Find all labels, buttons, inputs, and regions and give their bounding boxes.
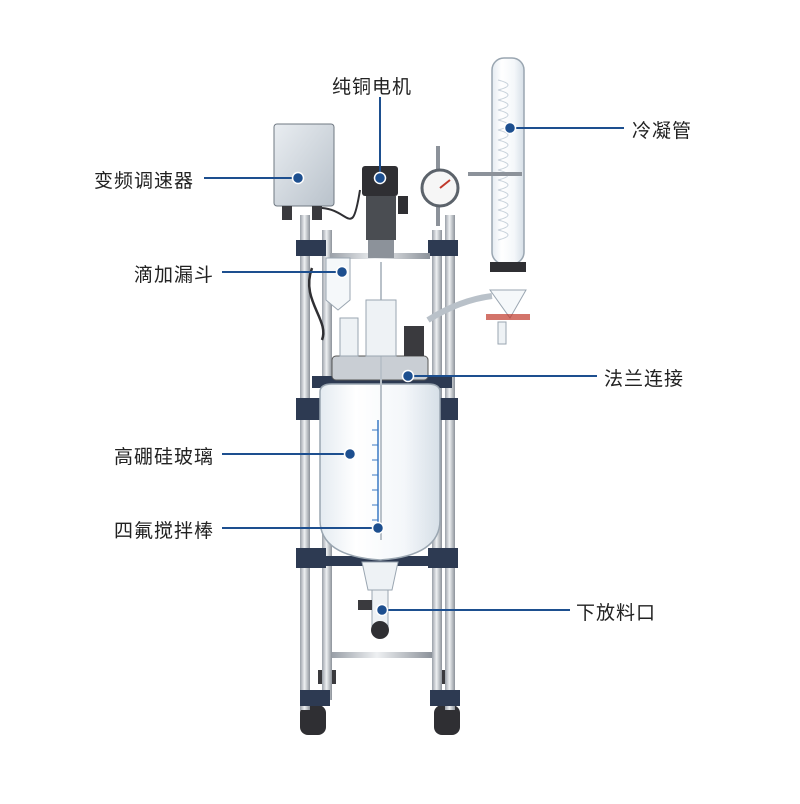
callouts bbox=[204, 97, 624, 611]
label-speed-controller: 变频调速器 bbox=[93, 170, 194, 192]
label-dropping-funnel: 滴加漏斗 bbox=[133, 264, 214, 286]
label-motor: 纯铜电机 bbox=[332, 76, 413, 98]
dot-flange bbox=[401, 369, 415, 383]
dot-condenser bbox=[503, 121, 517, 135]
frame-clamps bbox=[296, 240, 458, 568]
label-glass: 高硼硅玻璃 bbox=[113, 446, 214, 468]
label-flange: 法兰连接 bbox=[604, 368, 685, 390]
label-stirrer: 四氟搅拌棒 bbox=[113, 520, 214, 542]
dot-stirrer bbox=[371, 521, 385, 535]
dot-motor bbox=[373, 171, 387, 185]
dot-speed bbox=[291, 171, 305, 185]
label-condenser: 冷凝管 bbox=[632, 120, 693, 142]
callout-dots bbox=[291, 121, 517, 617]
dot-funnel bbox=[335, 265, 349, 279]
dot-outlet bbox=[375, 603, 389, 617]
speed-controller-box bbox=[273, 123, 361, 341]
dot-glass bbox=[343, 447, 357, 461]
pressure-gauge bbox=[420, 146, 460, 226]
outlet-valve bbox=[358, 589, 389, 639]
label-outlet: 下放料口 bbox=[576, 602, 657, 624]
condenser bbox=[426, 57, 530, 345]
